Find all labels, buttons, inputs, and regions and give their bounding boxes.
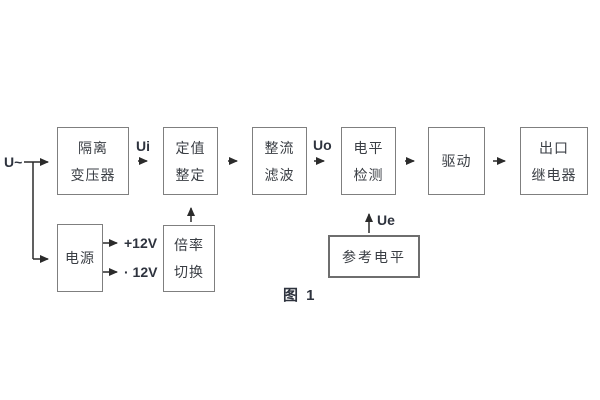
block-label: 整定	[175, 166, 206, 183]
block-label: 整流	[264, 139, 295, 156]
block-reference-level: 参考电平	[328, 235, 420, 278]
block-drive: 驱动	[428, 127, 485, 195]
block-label: 参考电平	[342, 248, 406, 265]
figure-caption: 图 1	[283, 287, 317, 304]
block-label: 检测	[353, 166, 384, 183]
block-label: 变压器	[70, 166, 116, 183]
block-power-supply: 电源	[57, 224, 103, 292]
block-ratio-switch: 倍率 切换	[163, 225, 215, 292]
block-label: 出口	[539, 139, 569, 156]
plus-12v-label: +12V	[124, 235, 158, 251]
ui-signal-label: Ui	[136, 138, 150, 154]
block-rectify-filter: 整流 滤波	[252, 127, 307, 195]
block-isolation-transformer: 隔离 变压器	[57, 127, 129, 195]
input-voltage-label: U~	[4, 154, 23, 170]
minus-12v-label: · 12V	[124, 264, 158, 280]
ue-signal-label: Ue	[377, 212, 395, 228]
block-label: 定值	[175, 139, 206, 156]
block-label: 电源	[65, 250, 95, 266]
block-label: 隔离	[78, 139, 108, 156]
block-label: 滤波	[264, 166, 295, 183]
block-label: 切换	[174, 264, 204, 280]
block-label: 驱动	[441, 153, 472, 169]
block-label: 电平	[353, 139, 384, 156]
block-value-setting: 定值 整定	[163, 127, 218, 195]
block-label: 继电器	[531, 166, 577, 183]
block-level-detect: 电平 检测	[341, 127, 396, 195]
block-label: 倍率	[174, 237, 204, 253]
block-outlet-relay: 出口 继电器	[520, 127, 588, 195]
uo-signal-label: Uo	[313, 137, 332, 153]
